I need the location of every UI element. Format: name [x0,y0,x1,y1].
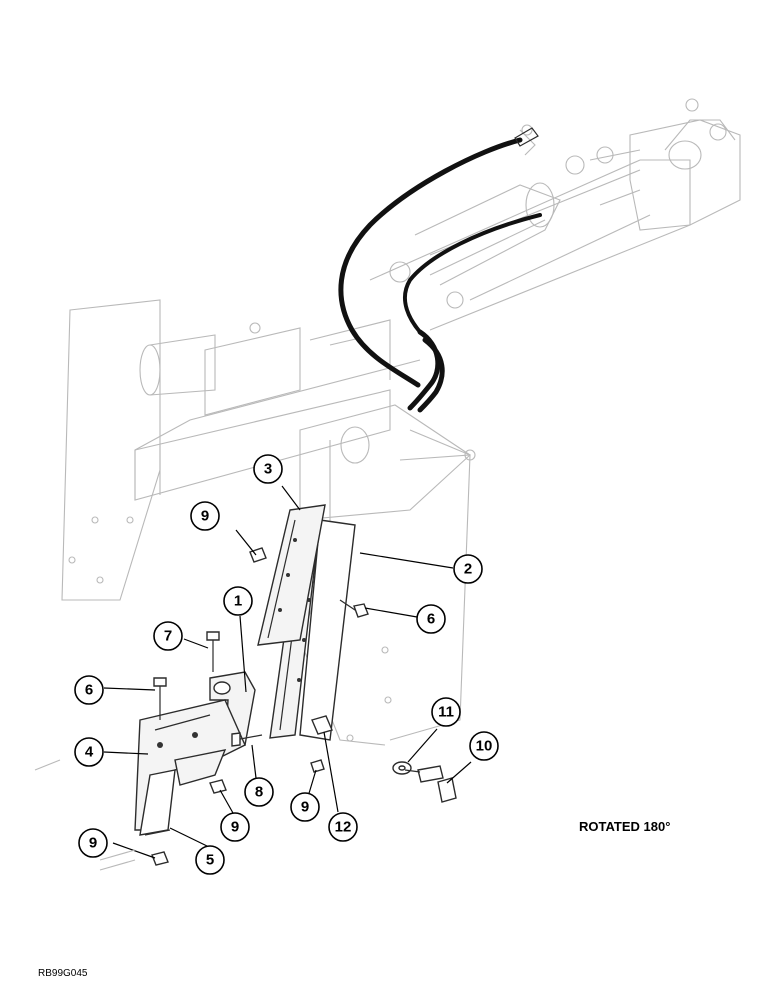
callout-9-bottom-label: 9 [89,835,97,852]
callout-9-right: 9 [290,792,320,822]
callout-5: 5 [195,845,225,875]
callout-5-label: 5 [206,852,214,869]
fasteners [151,547,457,866]
callout-9-mid: 9 [220,812,250,842]
callout-1-label: 1 [234,593,242,610]
callout-6-left: 6 [74,675,104,705]
callout-6-left-label: 6 [85,682,93,699]
callout-leaders [34,485,472,871]
callout-7: 7 [153,621,183,651]
hydraulic-hoses [338,127,542,413]
mower-frame-background [61,98,741,746]
callout-1: 1 [223,586,253,616]
callout-12-label: 12 [335,819,352,836]
rotation-note: ROTATED 180° [579,819,670,834]
callout-7-label: 7 [164,628,172,645]
callout-2-label: 2 [464,561,472,578]
figure-reference: RB99G045 [38,968,88,979]
part-5-plate [139,749,227,836]
callout-6-right: 6 [416,604,446,634]
callout-10: 10 [469,731,499,761]
callout-9-upper: 9 [190,501,220,531]
callout-11: 11 [431,697,461,727]
callout-9-mid-label: 9 [231,819,239,836]
callout-9-bottom: 9 [78,828,108,858]
callout-3: 3 [253,454,283,484]
callouts: 3 [253,454,283,484]
part-3-plate [257,504,326,646]
callout-8: 8 [244,777,274,807]
callout-2: 2 [453,554,483,584]
callout-9-right-label: 9 [301,799,309,816]
callout-4: 4 [74,737,104,767]
callout-10-label: 10 [476,738,493,755]
callout-3-label: 3 [264,461,272,478]
callout-6-right-label: 6 [427,611,435,628]
callout-12: 12 [328,812,358,842]
callout-4-label: 4 [85,744,94,761]
callout-8-label: 8 [255,784,263,801]
callout-9-upper-label: 9 [201,508,209,525]
callout-11-label: 11 [438,704,454,721]
